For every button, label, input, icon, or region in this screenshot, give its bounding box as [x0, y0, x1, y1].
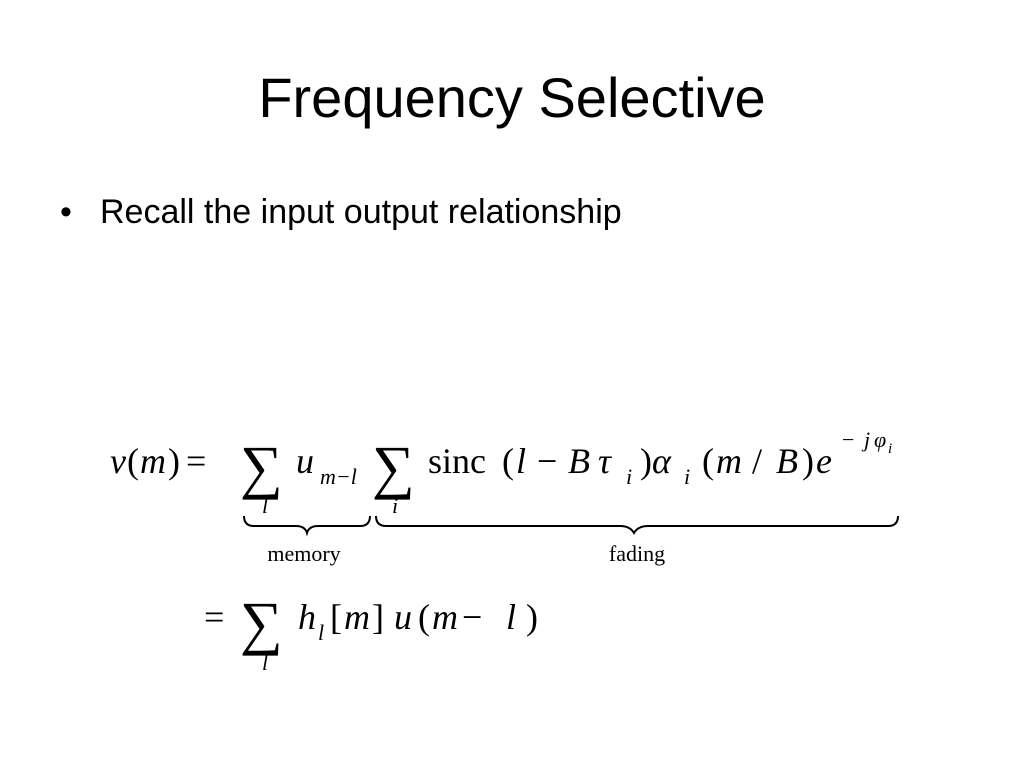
- eq-arg-open: (: [702, 441, 714, 481]
- eq-lhs-paren-close: ): [168, 441, 180, 481]
- eq-l-var: l: [516, 441, 526, 481]
- fading-underbrace: [375, 515, 899, 536]
- eq-sinc-close: ): [640, 441, 652, 481]
- eq-equals-2: =: [204, 597, 224, 637]
- eq-tau-var: τ: [598, 441, 612, 481]
- eq-B-var: B: [568, 441, 590, 481]
- eq-alpha-var: α: [652, 441, 672, 481]
- eq-sum-2-index: i: [392, 493, 398, 518]
- eq-exp-phi-sub: i: [888, 441, 892, 457]
- fading-label: fading: [609, 541, 665, 566]
- eq-sum-3: ∑: [240, 590, 283, 656]
- eq-exp-minus: −: [842, 427, 854, 452]
- eq-tau-sub: i: [626, 464, 632, 489]
- eq-paren-open: (: [418, 597, 430, 637]
- eq-alpha-sub: i: [684, 464, 690, 489]
- eq-slash: /: [752, 441, 762, 481]
- eq-bracket-close: ]: [372, 597, 384, 637]
- eq-sinc-open: (: [502, 441, 514, 481]
- memory-label: memory: [267, 541, 340, 566]
- eq-u-var-2: u: [394, 597, 412, 637]
- eq-lhs-func: v: [110, 441, 126, 481]
- eq-sinc-func: sinc: [428, 441, 486, 481]
- eq-arg-close: ): [802, 441, 814, 481]
- eq-sum-3-index: l: [262, 650, 268, 675]
- eq-h-var: h: [298, 597, 316, 637]
- eq-m-var-3: m: [432, 597, 458, 637]
- eq-m-var: m: [716, 441, 742, 481]
- memory-underbrace: [243, 515, 371, 537]
- eq-minus-1: −: [537, 441, 557, 481]
- eq-sum-1: ∑: [240, 434, 283, 500]
- eq-u-var: u: [296, 441, 314, 481]
- eq-exp-j: j: [861, 427, 870, 452]
- eq-l-var-2: l: [506, 597, 516, 637]
- eq-exp-phi: φ: [874, 427, 886, 452]
- eq-lhs-arg: m: [140, 441, 166, 481]
- eq-m-var-2: m: [344, 597, 370, 637]
- eq-paren-close: ): [526, 597, 538, 637]
- slide-title: Frequency Selective: [258, 66, 766, 129]
- eq-u-subscript: m−l: [320, 464, 357, 489]
- eq-lhs-paren-open: (: [127, 441, 139, 481]
- bullet-item: • Recall the input output relationship: [60, 190, 622, 234]
- eq-e-var: e: [816, 441, 832, 481]
- bullet-text: Recall the input output relationship: [100, 193, 622, 231]
- eq-minus-2: −: [462, 597, 482, 637]
- eq-sum-2: ∑: [372, 434, 415, 500]
- eq-B-var-2: B: [776, 441, 798, 481]
- eq-equals-1: =: [186, 441, 206, 481]
- eq-h-sub: l: [318, 620, 324, 645]
- eq-bracket-open: [: [330, 597, 342, 637]
- eq-sum-1-index: l: [262, 493, 268, 518]
- bullet-marker: •: [60, 193, 72, 231]
